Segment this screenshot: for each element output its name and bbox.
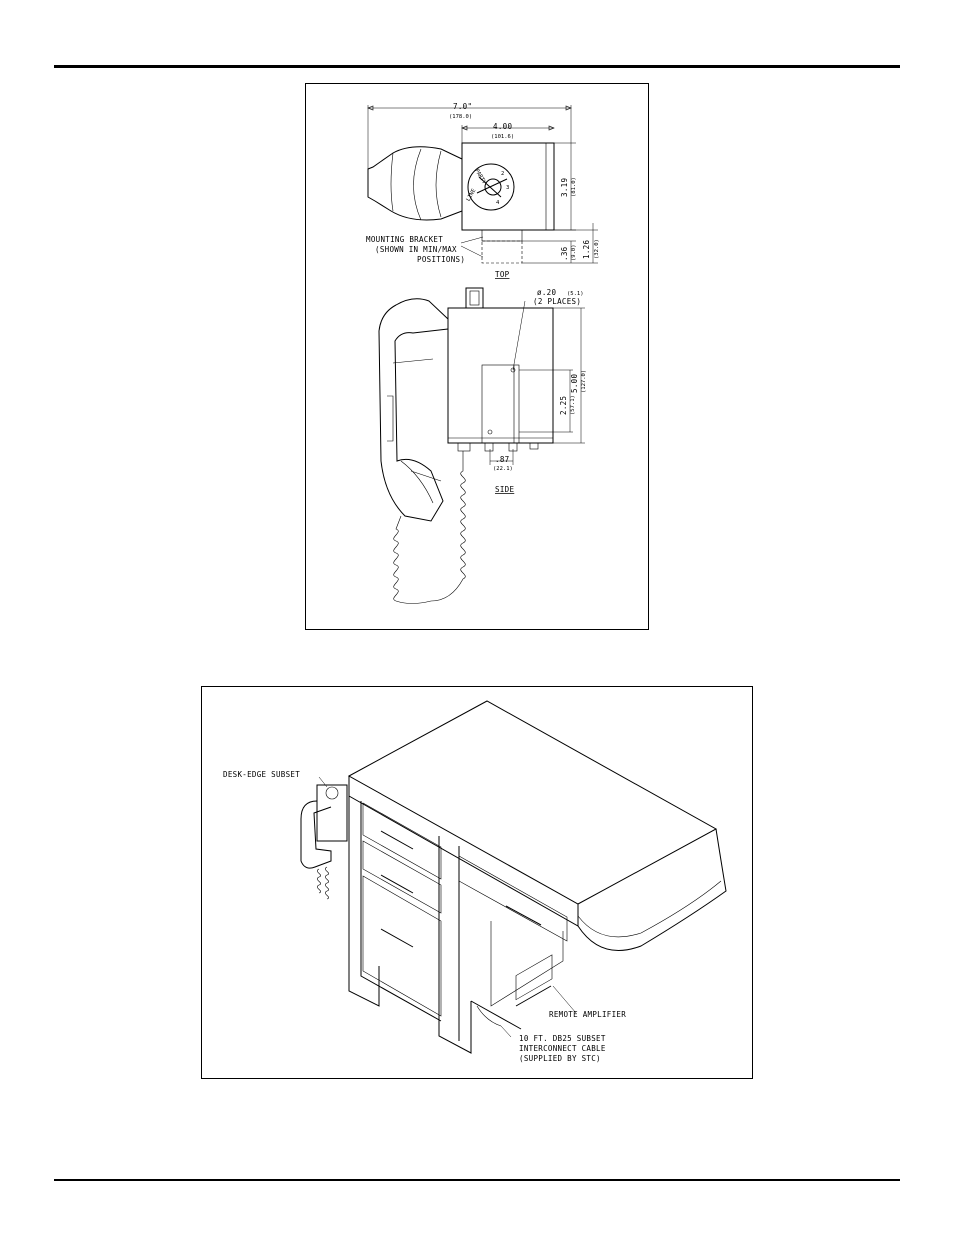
bracket-note-2: (SHOWN IN MIN/MAX [375, 245, 457, 254]
height-dim-mm: (81.0) [571, 177, 577, 197]
bracket-small-mm: (9.0) [571, 244, 577, 261]
cable-label-1: 10 FT. DB25 SUBSET [519, 1034, 606, 1043]
hole-note: (2 PLACES) [533, 297, 581, 306]
spacing-dim: 2.25 [559, 396, 568, 415]
installation-drawing-frame: DESK-EDGE SUBSET REMOTE AMPLIFIER 10 FT.… [201, 686, 753, 1079]
dimension-drawing-frame: 7.0" (178.0) 4.00 (101.6) PARTY LINE 2 3… [305, 83, 649, 630]
offset-mm: (22.1) [493, 466, 513, 472]
dial-2: 2 [501, 171, 504, 177]
side-height-dim: 5.00 [570, 374, 579, 393]
installation-drawing: DESK-EDGE SUBSET REMOTE AMPLIFIER 10 FT.… [223, 700, 727, 1063]
subset-label: DESK-EDGE SUBSET [223, 770, 300, 779]
dial-party: PARTY [473, 168, 487, 186]
side-caption: SIDE [495, 485, 514, 494]
dial-line: LINE [466, 188, 478, 202]
bracket-note-3: POSITIONS) [417, 255, 465, 264]
amplifier-label: REMOTE AMPLIFIER [549, 1010, 626, 1019]
side-height-mm: (127.0) [581, 370, 587, 393]
desk-top [347, 700, 718, 905]
height-dim: 3.19 [560, 178, 569, 197]
bracket-depth-dim: 1.26 [582, 240, 591, 259]
dimension-drawing: 7.0" (178.0) 4.00 (101.6) PARTY LINE 2 3… [366, 102, 600, 604]
subset-cord [317, 866, 329, 900]
top-caption: TOP [495, 270, 510, 279]
bracket-note-1: MOUNTING BRACKET [366, 235, 443, 244]
footer-rule [54, 1179, 900, 1181]
width-dim: 4.00 [493, 122, 512, 131]
offset-dim: .87 [495, 455, 509, 464]
bracket-depth-mm: (32.0) [594, 239, 600, 259]
cable-label-3: (SUPPLIED BY STC) [519, 1054, 601, 1063]
hole-mm: (5.1) [567, 291, 584, 297]
coiled-cord [393, 451, 466, 604]
width-dim-mm: (101.6) [491, 134, 514, 140]
bracket-small-dim: .36 [560, 246, 569, 261]
overall-dim: 7.0" [453, 102, 472, 111]
spacing-mm: (57.1) [570, 395, 576, 415]
dial-3: 3 [506, 185, 509, 191]
hole-dim: ø.20 [537, 288, 556, 297]
cable-label-2: INTERCONNECT CABLE [519, 1044, 606, 1053]
overall-dim-mm: (178.0) [449, 114, 472, 120]
header-rule [54, 65, 900, 68]
dial-4: 4 [496, 200, 500, 206]
